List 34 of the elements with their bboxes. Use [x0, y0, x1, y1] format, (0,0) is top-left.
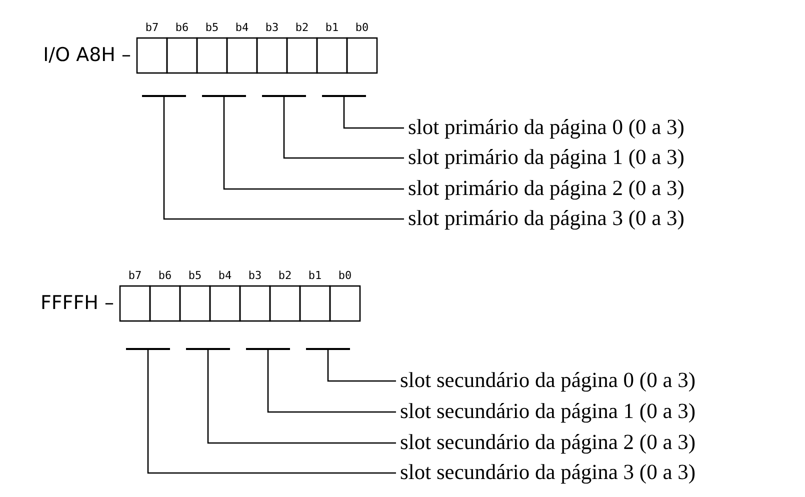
slot-description: slot primário da página 3 (0 a 3)	[408, 206, 684, 230]
bit-label: b3	[247, 270, 263, 282]
leader-line	[327, 350, 396, 382]
bit-label: b5	[187, 270, 203, 282]
bit-label: b5	[204, 22, 220, 34]
bit-label: b1	[324, 22, 340, 34]
bit-label: b6	[174, 22, 190, 34]
bit-label: b3	[264, 22, 280, 34]
slot-description: slot secundário da página 0 (0 a 3)	[400, 368, 696, 392]
bit-label: b4	[234, 22, 250, 34]
bit-label: b1	[307, 270, 323, 282]
slot-description: slot secundário da página 3 (0 a 3)	[400, 460, 696, 484]
slot-description: slot primário da página 2 (0 a 3)	[408, 176, 684, 200]
leader-line	[343, 96, 404, 129]
bit-label: b6	[157, 270, 173, 282]
slot-description: slot secundário da página 1 (0 a 3)	[400, 399, 696, 423]
bit-label: b2	[294, 22, 310, 34]
bit-label: b2	[277, 270, 293, 282]
leader-line	[163, 96, 404, 220]
register-label: I/O A8H –	[43, 44, 131, 66]
slot-description: slot primário da página 1 (0 a 3)	[408, 145, 684, 169]
bit-label: b4	[217, 270, 233, 282]
bit-label: b7	[144, 22, 160, 34]
bit-label: b7	[127, 270, 143, 282]
bit-label: b0	[337, 270, 353, 282]
slot-description: slot primário da página 0 (0 a 3)	[408, 115, 684, 139]
leader-line	[207, 350, 396, 444]
leader-line	[147, 350, 396, 474]
leader-line	[223, 96, 404, 190]
register-label: FFFFH –	[40, 292, 114, 314]
leader-line	[283, 96, 404, 159]
slot-description: slot secundário da página 2 (0 a 3)	[400, 430, 696, 454]
leader-line	[267, 350, 396, 413]
bit-label: b0	[354, 22, 370, 34]
